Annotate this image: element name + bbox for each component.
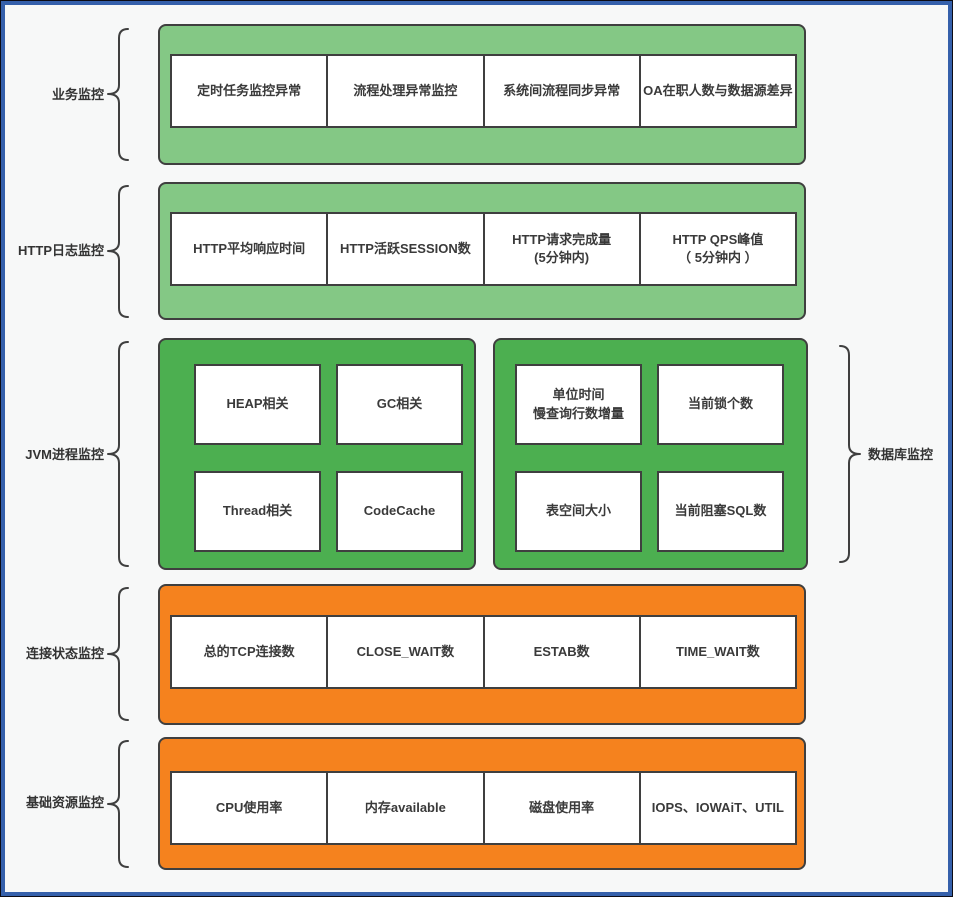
group-jvm-container: HEAP相关 GC相关 Thread相关 CodeCache <box>158 338 476 570</box>
label-business-monitoring: 业务监控 <box>51 87 104 102</box>
metric-strip: 总的TCP连接数 CLOSE_WAIT数 ESTAB数 TIME_WAIT数 <box>170 615 797 689</box>
metric-box: HTTP活跃SESSION数 <box>326 212 485 286</box>
metric-box: HEAP相关 <box>194 364 321 445</box>
metric-box: 系统间流程同步异常 <box>482 54 641 128</box>
metric-box: 流程处理异常监控 <box>326 54 485 128</box>
group-http-log-container: HTTP平均响应时间 HTTP活跃SESSION数 HTTP请求完成量 (5分钟… <box>158 182 806 320</box>
curly-brace-icon <box>107 740 129 868</box>
group-database-container: 单位时间 慢查询行数增量 当前锁个数 表空间大小 当前阻塞SQL数 <box>493 338 808 570</box>
metric-strip: 定时任务监控异常 流程处理异常监控 系统间流程同步异常 OA在职人数与数据源差异 <box>170 54 797 128</box>
metric-box: OA在职人数与数据源差异 <box>638 54 797 128</box>
metric-box: 当前阻塞SQL数 <box>657 471 784 552</box>
curly-brace-icon <box>107 185 129 318</box>
label-database-monitoring: 数据库监控 <box>868 447 934 462</box>
metric-box: CodeCache <box>336 471 463 552</box>
metric-box: Thread相关 <box>194 471 321 552</box>
metric-box: HTTP请求完成量 (5分钟内) <box>482 212 641 286</box>
label-resource-monitoring: 基础资源监控 <box>25 795 104 810</box>
metric-box: IOPS、IOWAiT、UTIL <box>638 771 797 845</box>
label-jvm-monitoring: JVM进程监控 <box>25 447 104 462</box>
metric-box: 定时任务监控异常 <box>170 54 329 128</box>
curly-brace-icon <box>839 345 861 563</box>
metric-box: TIME_WAIT数 <box>638 615 797 689</box>
metric-box: 当前锁个数 <box>657 364 784 445</box>
metric-box: 总的TCP连接数 <box>170 615 329 689</box>
label-connection-monitoring: 连接状态监控 <box>25 646 104 661</box>
metric-box: CPU使用率 <box>170 771 329 845</box>
curly-brace-icon <box>107 28 129 161</box>
metric-box: HTTP QPS峰值 （ 5分钟内 ） <box>638 212 797 286</box>
metric-box: ESTAB数 <box>482 615 641 689</box>
metric-box: CLOSE_WAIT数 <box>326 615 485 689</box>
metric-box: 内存available <box>326 771 485 845</box>
group-business-container: 定时任务监控异常 流程处理异常监控 系统间流程同步异常 OA在职人数与数据源差异 <box>158 24 806 165</box>
curly-brace-icon <box>107 587 129 721</box>
metric-box: 表空间大小 <box>515 471 642 552</box>
metric-box: 单位时间 慢查询行数增量 <box>515 364 642 445</box>
metric-box: 磁盘使用率 <box>482 771 641 845</box>
group-connection-container: 总的TCP连接数 CLOSE_WAIT数 ESTAB数 TIME_WAIT数 <box>158 584 806 725</box>
metric-box: GC相关 <box>336 364 463 445</box>
label-http-log-monitoring: HTTP日志监控 <box>18 243 104 258</box>
metric-box: HTTP平均响应时间 <box>170 212 329 286</box>
metric-strip: CPU使用率 内存available 磁盘使用率 IOPS、IOWAiT、UTI… <box>170 771 797 845</box>
group-resource-container: CPU使用率 内存available 磁盘使用率 IOPS、IOWAiT、UTI… <box>158 737 806 870</box>
metric-strip: HTTP平均响应时间 HTTP活跃SESSION数 HTTP请求完成量 (5分钟… <box>170 212 797 286</box>
curly-brace-icon <box>107 341 129 567</box>
